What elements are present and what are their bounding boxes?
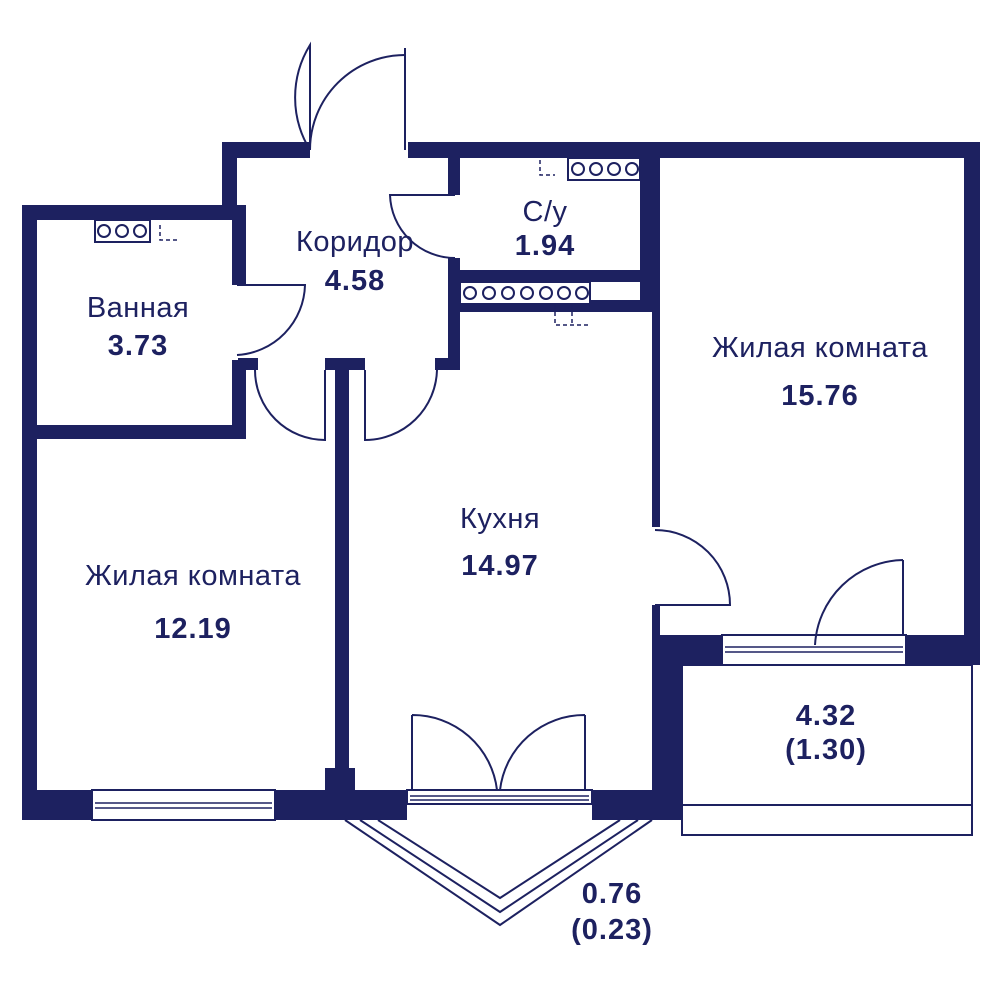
kitchen-balcony-door-right — [499, 713, 586, 791]
room-area-corridor: 4.58 — [324, 265, 386, 297]
walls — [22, 142, 980, 820]
wall-living-right-left-upper — [652, 155, 660, 527]
wall-kitchen-left-base — [325, 768, 355, 793]
room-area-bathroom: 3.73 — [107, 330, 169, 362]
room-area-living-left: 12.19 — [154, 613, 232, 645]
bathroom-door — [236, 284, 307, 356]
room-area-kitchen: 14.97 — [461, 550, 539, 582]
plumbing — [94, 157, 641, 305]
wall-bathroom-right-lower — [232, 360, 246, 439]
wall-top-bathroom — [22, 205, 224, 220]
wall-corridor-left — [222, 142, 237, 220]
wall-right-outer — [964, 142, 980, 662]
kitchen-balcony-door-left — [411, 713, 498, 791]
living-left-door — [254, 369, 326, 442]
loggia-outline — [681, 664, 973, 836]
room-name-corridor: Коридор — [295, 226, 415, 258]
wall-wc-left-lower — [448, 258, 460, 368]
entrance-door-left — [294, 41, 311, 151]
wall-bathroom-bottom — [37, 425, 237, 439]
window-frames — [95, 646, 903, 809]
kitchen-door — [364, 369, 438, 442]
wall-top-main — [408, 142, 980, 158]
wall-corridor-bottom-left — [238, 358, 258, 370]
wc-door — [388, 194, 456, 259]
room-name-living-right: Жилая комната — [712, 332, 928, 364]
balcony-area-loggia: 4.32 — [795, 700, 857, 732]
wall-window-left — [652, 635, 722, 665]
balcony-area-reduced-loggia: (1.30) — [785, 734, 867, 766]
wall-kitchen-left — [335, 358, 349, 795]
wall-wc-bottom — [448, 270, 658, 282]
entrance-door-arc — [309, 54, 406, 151]
room-name-living-left: Жилая комната — [85, 560, 301, 592]
window-living-left — [91, 789, 276, 821]
wall-top-corridor-left — [222, 142, 310, 158]
doors — [236, 41, 904, 791]
wall-bottom-left — [22, 790, 92, 820]
balcony-area-reduced-bottom: (0.23) — [571, 914, 653, 946]
wall-wc-left-upper — [448, 155, 460, 195]
wall-left-outer — [22, 205, 37, 815]
balcony-outline — [344, 819, 653, 927]
room-area-wc: 1.94 — [514, 230, 576, 262]
room-name-kitchen: Кухня — [459, 503, 541, 535]
windows — [91, 634, 907, 821]
wall-loggia-left — [652, 635, 682, 820]
wall-bathroom-right-upper — [232, 205, 246, 285]
balcony-area-bottom: 0.76 — [581, 878, 643, 910]
loggia-door — [814, 559, 904, 646]
room-area-living-right: 15.76 — [781, 380, 859, 412]
wall-window-right — [906, 635, 980, 665]
wall-living-right-left-lower — [652, 605, 660, 645]
room-name-wc: С/у — [522, 196, 568, 228]
living-right-door — [654, 529, 732, 606]
window-living-right — [721, 634, 907, 666]
room-name-bathroom: Ванная — [86, 292, 190, 324]
window-kitchen — [406, 789, 593, 805]
